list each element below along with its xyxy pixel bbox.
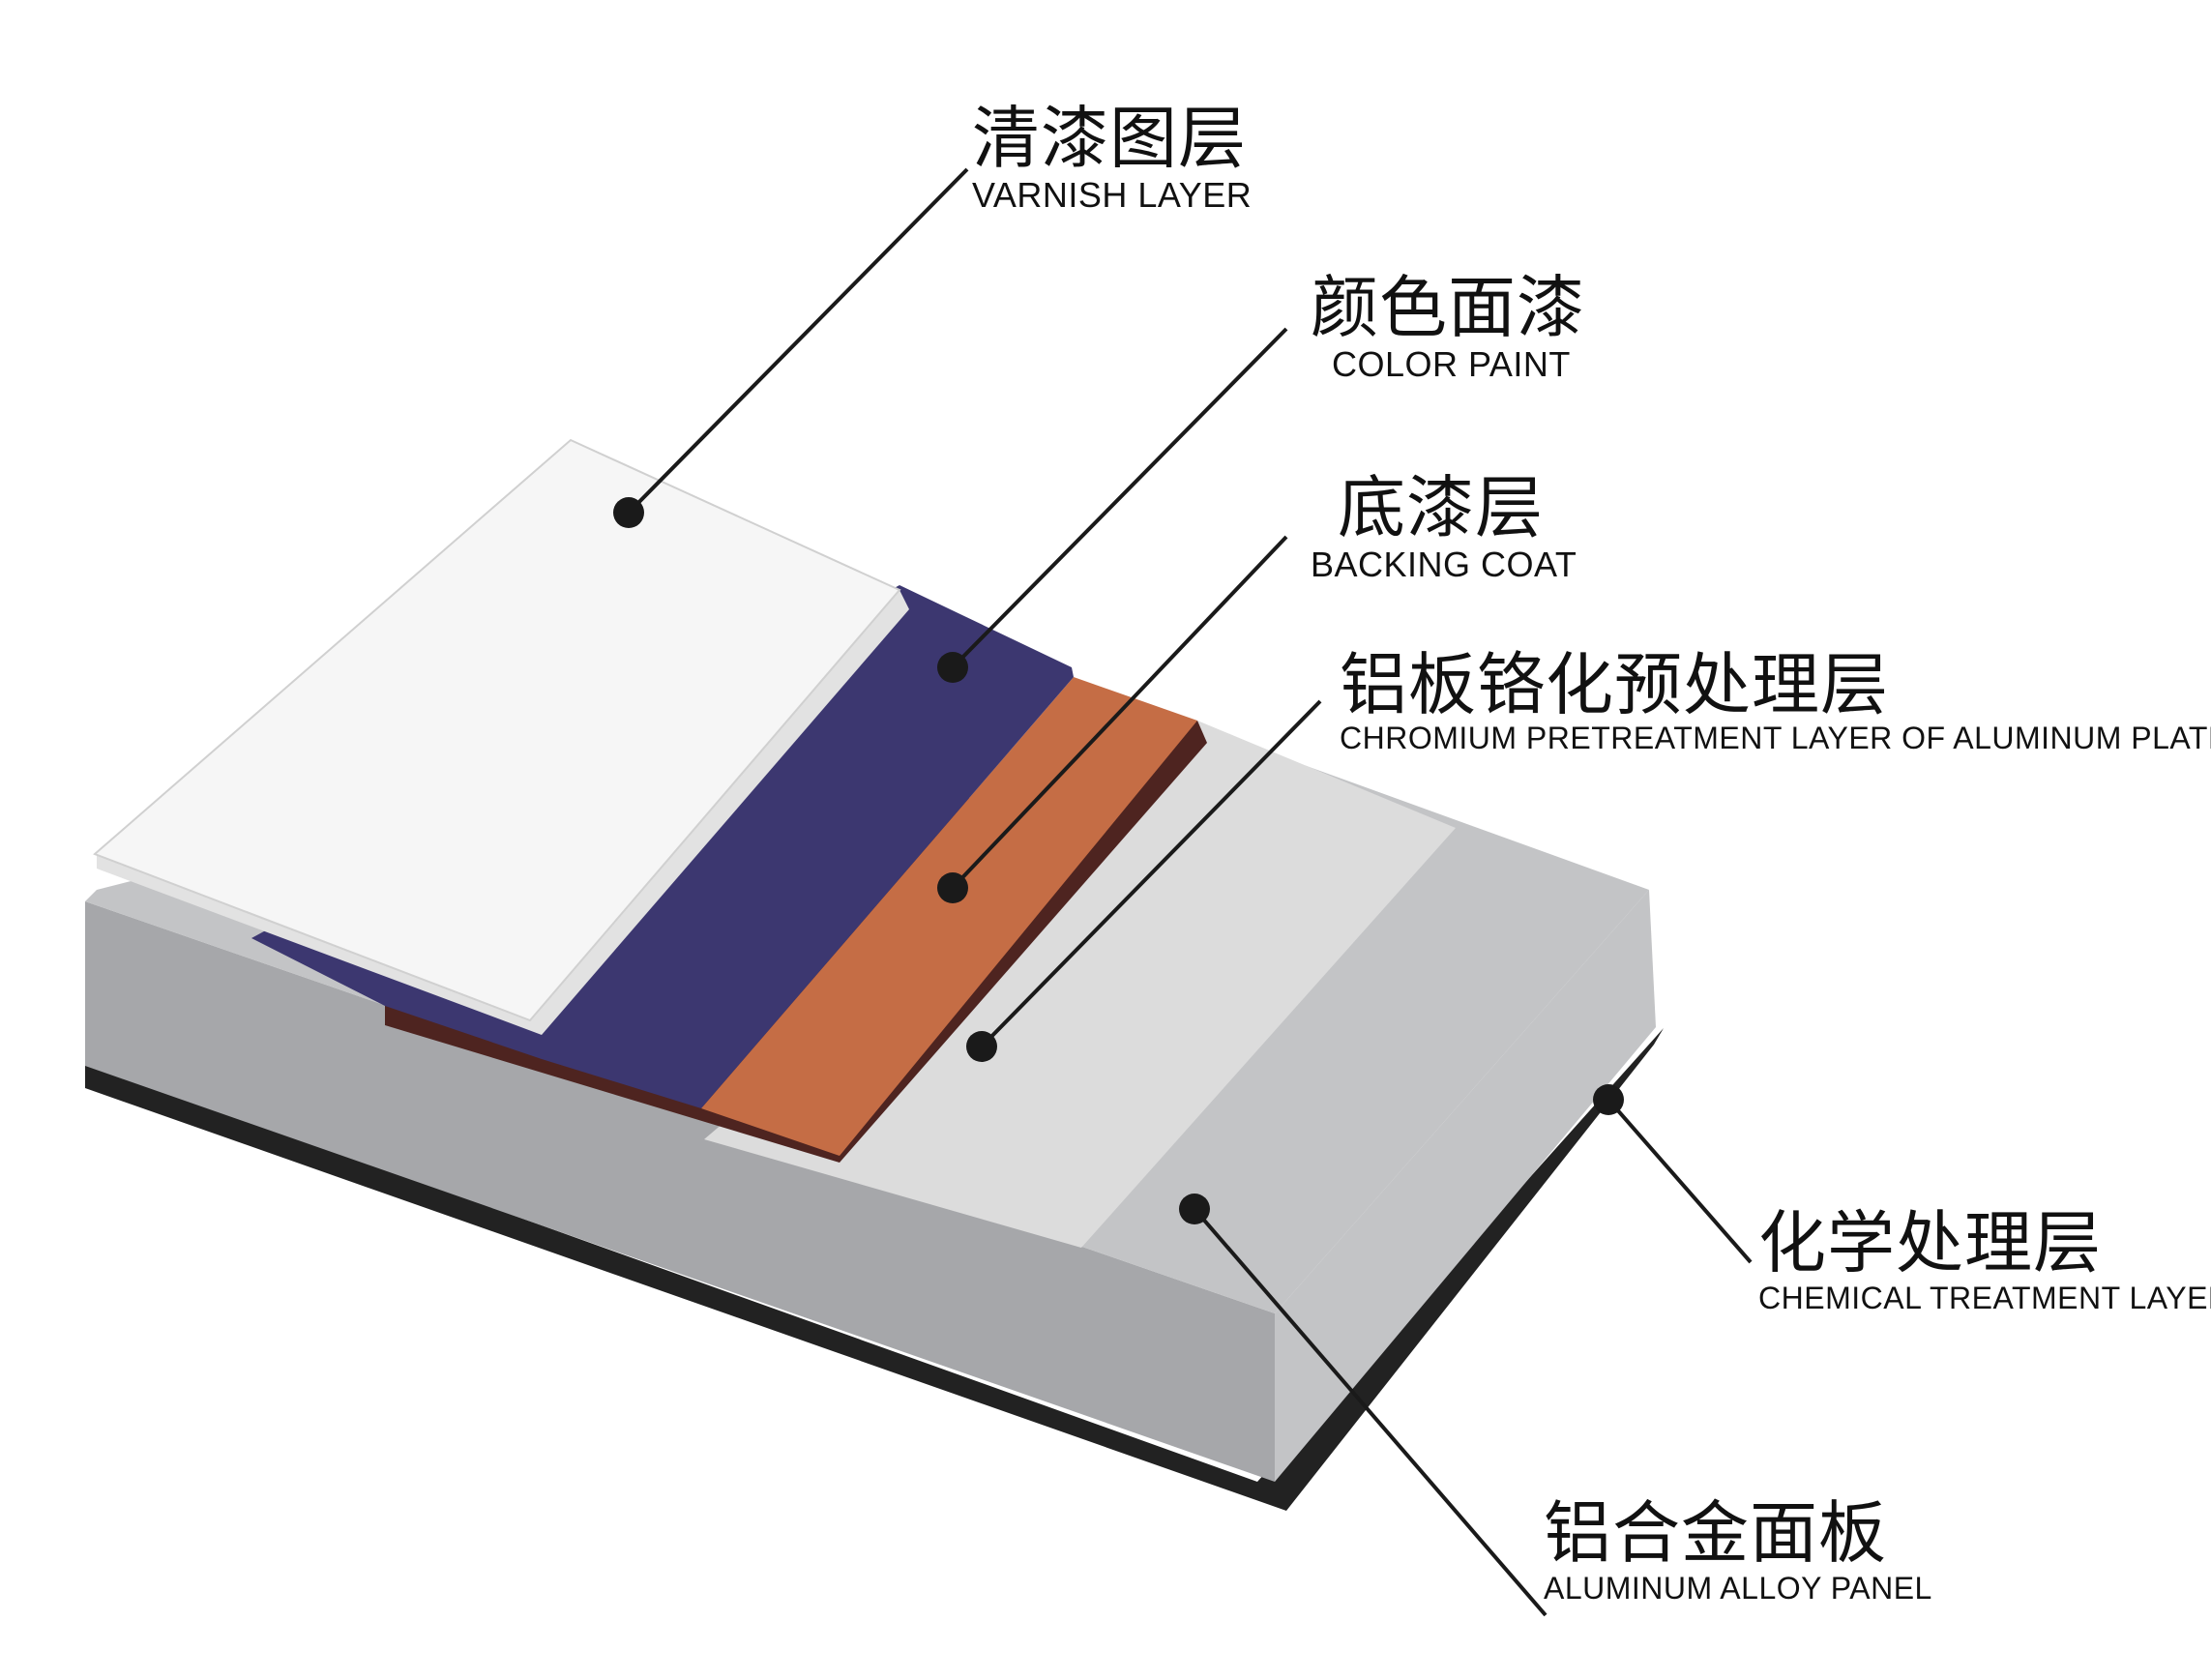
marker-dot-panel xyxy=(1179,1194,1210,1224)
label-color-paint-zh: 颜色面漆 xyxy=(1311,268,1585,347)
label-chemical-zh: 化学处理层 xyxy=(1758,1203,2102,1282)
marker-dot-backing-coat xyxy=(937,872,968,903)
varnish-layer-shape xyxy=(93,438,901,1022)
label-varnish-layer: 清漆图层 VARNISH LAYER xyxy=(972,104,1252,213)
leader-color-paint xyxy=(951,327,1288,669)
marker-dot-varnish xyxy=(613,497,644,528)
leader-backing-coat xyxy=(951,535,1288,890)
chromium-pretreatment-layer-shape xyxy=(704,721,1456,1248)
label-panel-en: ALUMINUM ALLOY PANEL xyxy=(1544,1571,1932,1606)
label-chromium-en: CHROMIUM PRETREATMENT LAYER OF ALUMINUM … xyxy=(1340,721,2211,755)
label-backing-coat-zh: 底漆层 xyxy=(1338,468,1544,547)
marker-dot-chromium xyxy=(966,1031,997,1062)
leader-lines xyxy=(627,167,1753,1617)
label-chromium-zh: 铝板铬化预处理层 xyxy=(1340,645,1889,724)
leader-panel xyxy=(1193,1207,1548,1617)
label-varnish-en: VARNISH LAYER xyxy=(972,175,1253,215)
aluminum-panel-side-face xyxy=(1275,890,1656,1482)
leader-chromium xyxy=(980,699,1322,1048)
label-chromium-pretreatment: 铝板铬化预处理层 CHROMIUM PRETREATMENT LAYER OF … xyxy=(1340,651,2211,753)
label-varnish-zh: 清漆图层 xyxy=(972,99,1247,178)
leader-varnish xyxy=(627,167,969,515)
label-panel-zh: 铝合金面板 xyxy=(1544,1493,1887,1573)
backing-coat-shape xyxy=(701,677,1197,1156)
label-color-paint-en: COLOR PAINT xyxy=(1332,344,1571,384)
marker-dot-color-paint xyxy=(937,652,968,683)
label-backing-coat: 底漆层 BACKING COAT xyxy=(1311,474,1577,582)
aluminum-panel-front-face xyxy=(85,901,1275,1482)
label-chemical-treatment: 化学处理层 CHEMICAL TREATMENT LAYER xyxy=(1758,1209,2211,1313)
leader-chemical xyxy=(1607,1098,1753,1264)
marker-dot-chemical xyxy=(1593,1084,1624,1115)
marker-dots xyxy=(613,497,1624,1224)
label-backing-coat-en: BACKING COAT xyxy=(1311,545,1577,584)
label-chemical-en: CHEMICAL TREATMENT LAYER xyxy=(1758,1281,2211,1315)
label-color-paint: 颜色面漆 COLOR PAINT xyxy=(1311,274,1585,382)
label-aluminum-panel: 铝合金面板 ALUMINUM ALLOY PANEL xyxy=(1544,1499,1932,1604)
